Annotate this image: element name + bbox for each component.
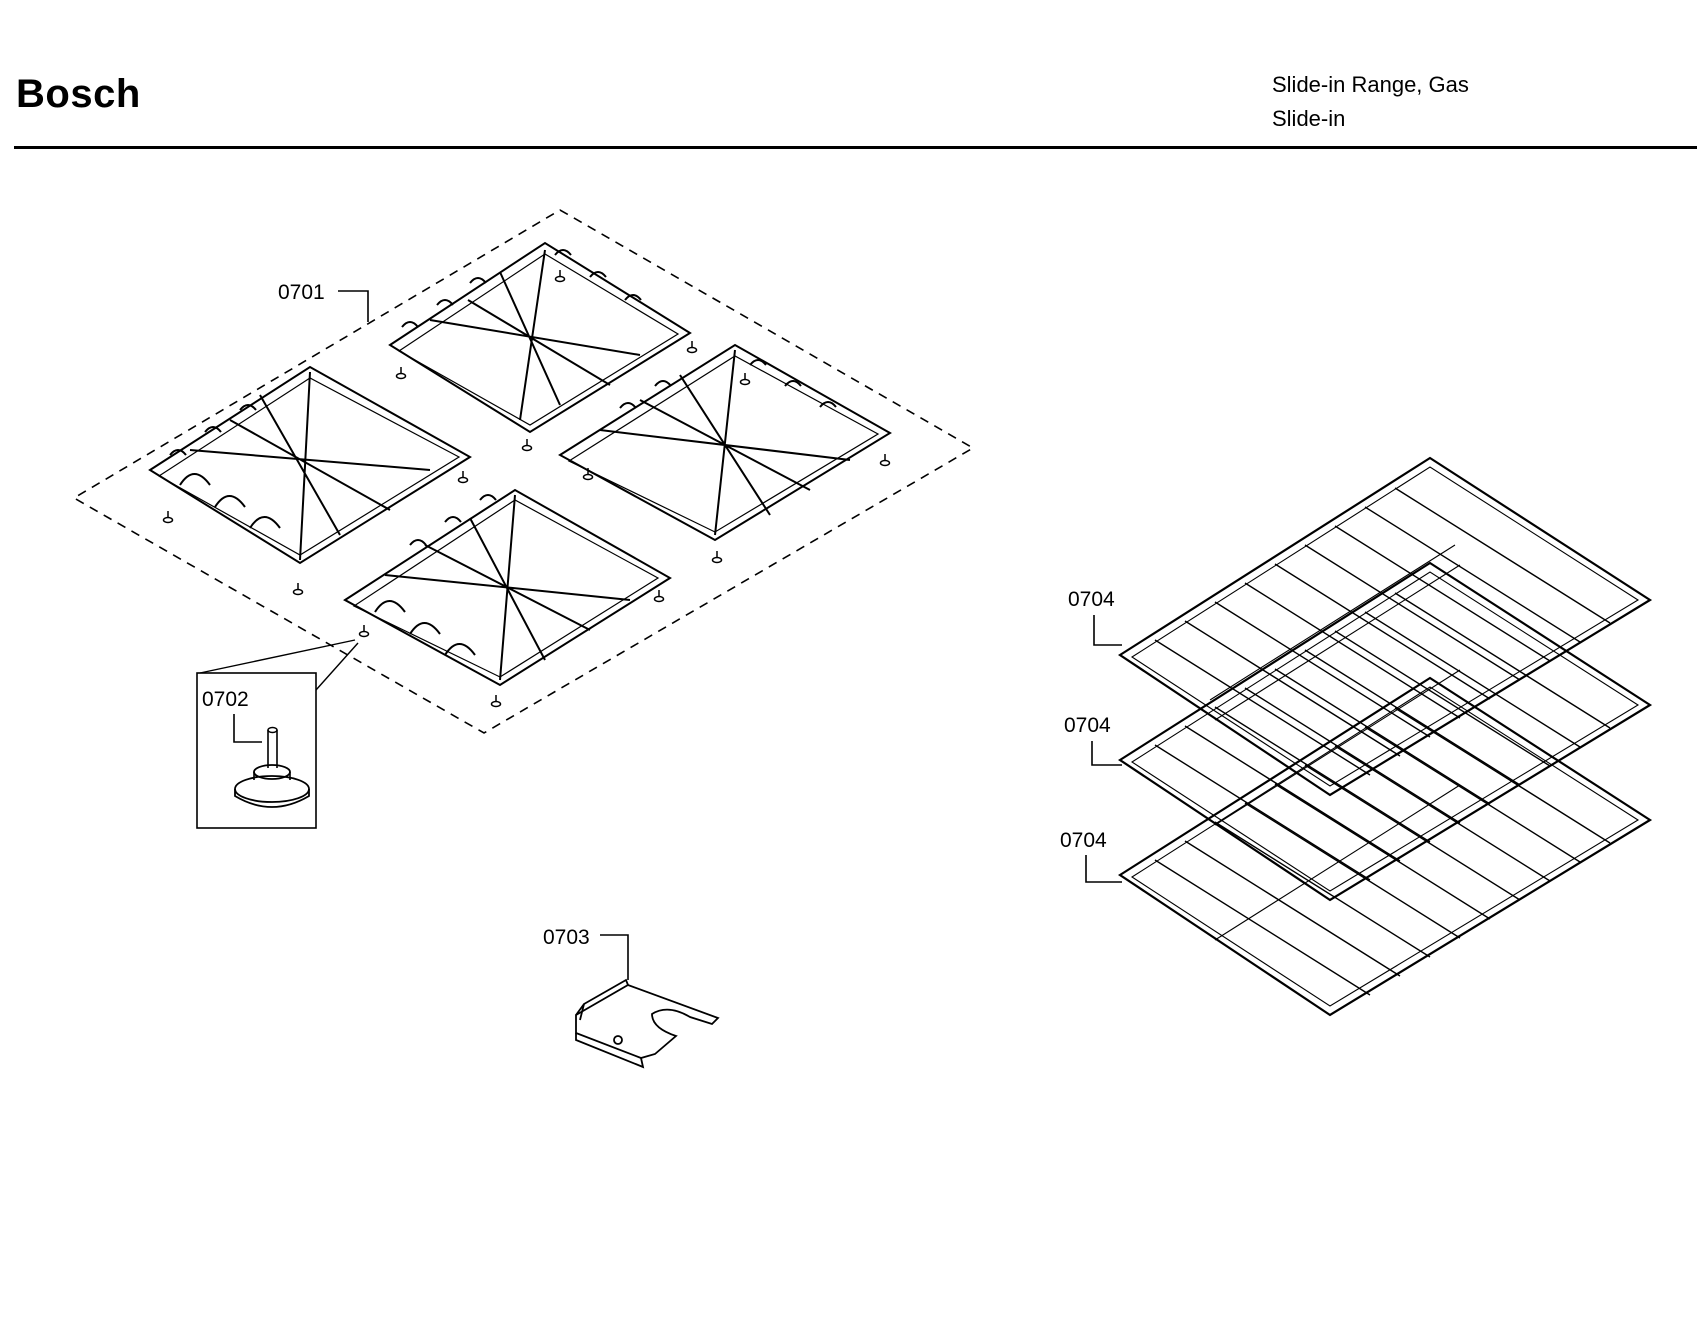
grate-foot-detail: [196, 639, 359, 829]
grate-set: [72, 209, 975, 734]
callout-0704-rack-3: 0704: [1060, 829, 1107, 852]
grate-back-right: [558, 343, 892, 542]
callout-0704-rack-2: 0704: [1064, 714, 1111, 737]
grate-back-left: [388, 241, 692, 434]
bracket: [575, 934, 720, 1069]
oven-rack-3: [1117, 676, 1653, 1017]
brand-name: Bosch: [16, 72, 141, 116]
callout-0702: 0702: [202, 688, 249, 711]
product-type: Slide-in: [1272, 106, 1346, 131]
callout-0703: 0703: [543, 926, 590, 949]
grate-front-left: [148, 365, 472, 565]
oven-racks: [1085, 456, 1653, 1017]
oven-rack-1: [1117, 456, 1653, 797]
callout-0701: 0701: [278, 281, 325, 304]
header-divider: [14, 146, 1697, 149]
callout-0704-rack-1: 0704: [1068, 588, 1115, 611]
product-line: Slide-in Range, Gas: [1272, 72, 1469, 97]
grate-front-right: [343, 488, 672, 687]
